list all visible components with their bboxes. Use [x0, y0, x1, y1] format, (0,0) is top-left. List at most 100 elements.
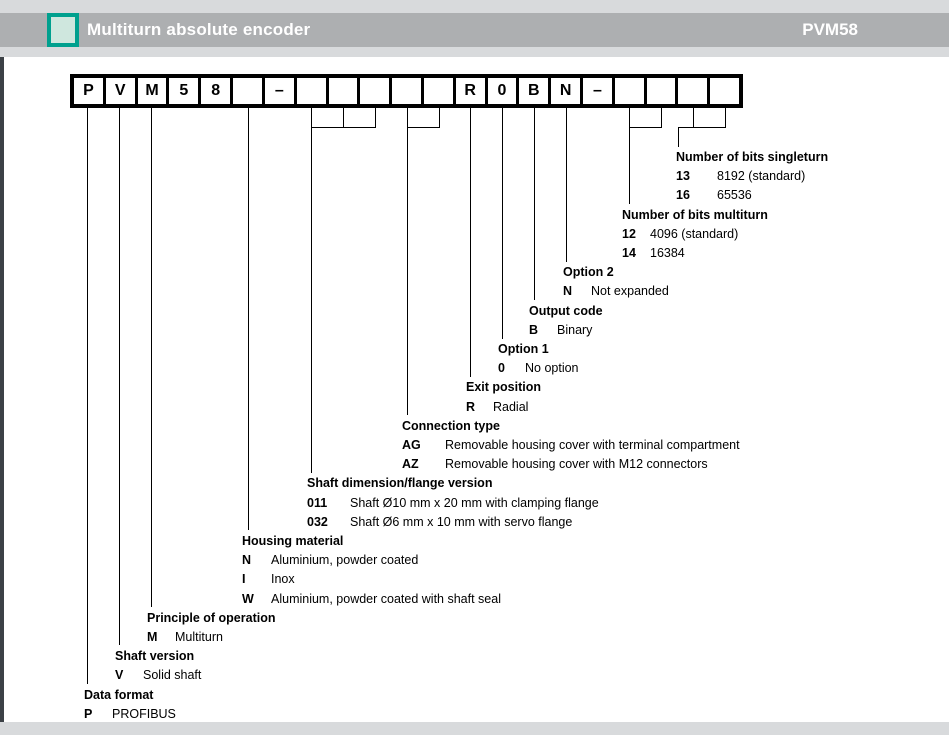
code-cell: B	[516, 78, 548, 104]
connector-line	[87, 108, 88, 684]
item-code: R	[466, 399, 476, 414]
code-cell	[675, 78, 707, 104]
item-code: 011	[307, 495, 328, 510]
item-description: Removable housing cover with M12 connect…	[445, 457, 708, 472]
page-left-edge	[0, 0, 4, 722]
item-code: N	[563, 284, 573, 299]
code-cell	[643, 78, 676, 104]
item-description: Binary	[557, 322, 593, 337]
code-cell: M	[134, 78, 167, 104]
section-item: 14 16384	[622, 246, 685, 261]
item-description: Aluminium, powder coated	[271, 553, 419, 568]
code-cell: 8	[198, 78, 230, 104]
connector-line	[629, 127, 630, 204]
item-code: 14	[622, 246, 636, 260]
item-description: Not expanded	[591, 284, 669, 299]
item-code: AG	[402, 438, 421, 452]
section-title: Shaft version	[115, 649, 195, 664]
connector-line	[439, 108, 440, 128]
item-code: W	[242, 591, 254, 606]
code-cell	[230, 78, 262, 104]
section-title: Shaft dimension/flange version	[307, 476, 493, 491]
code-cell: R	[452, 78, 485, 104]
connector-line	[343, 108, 344, 128]
code-cell: –	[580, 78, 612, 104]
item-description: Radial	[493, 399, 529, 414]
section-title: Option 2	[563, 265, 614, 280]
code-cell	[389, 78, 421, 104]
section-item: AG Removable housing cover with terminal …	[402, 438, 740, 453]
item-description: Solid shaft	[143, 668, 202, 683]
section-item: R Radial	[466, 400, 528, 415]
section-item: W Aluminium, powder coated with shaft sea…	[242, 592, 501, 607]
code-cell: P	[83, 82, 94, 99]
item-description: Aluminium, powder coated with shaft seal	[271, 591, 501, 606]
connector-line	[629, 108, 630, 128]
connector-line	[311, 127, 312, 473]
connector-line	[311, 108, 312, 128]
header-bar: Multiturn absolute encoder PVM58	[0, 13, 949, 47]
item-description: PROFIBUS	[112, 706, 176, 721]
connector-line	[407, 108, 408, 128]
section-item: N Not expanded	[563, 284, 669, 299]
connector-line	[725, 108, 726, 128]
code-cell: N	[548, 78, 580, 104]
connector-line	[407, 127, 440, 128]
section-title: Housing material	[242, 534, 344, 548]
item-code: 13	[676, 169, 690, 184]
bottom-strip	[0, 722, 949, 735]
section-item: V Solid shaft	[115, 668, 201, 683]
top-strip	[0, 0, 949, 13]
connector-line	[119, 108, 120, 645]
connector-line	[678, 127, 679, 147]
section-title: Exit position	[466, 380, 541, 395]
connector-line	[566, 108, 567, 262]
section-title: Number of bits multiturn	[622, 207, 768, 222]
item-code: I	[242, 572, 246, 587]
model-code: PVM58	[802, 20, 858, 39]
item-code: B	[529, 322, 539, 337]
connector-line	[534, 108, 535, 300]
code-cell	[357, 78, 389, 104]
section-item: N Aluminium, powder coated	[242, 553, 418, 568]
item-code: N	[242, 553, 252, 568]
item-description: 8192 (standard)	[717, 169, 806, 184]
code-cell	[611, 78, 644, 104]
section-title: Principle of operation	[147, 610, 276, 625]
item-code: 16	[676, 188, 690, 203]
item-code: 032	[307, 514, 328, 529]
item-description: 65536	[717, 188, 752, 203]
section-item: B Binary	[529, 323, 592, 338]
connector-line	[661, 108, 662, 128]
item-description: Removable housing cover with terminal co…	[445, 438, 740, 452]
connector-line	[629, 127, 662, 128]
item-code: P	[84, 706, 93, 721]
section-item: 13 8192 (standard)	[676, 169, 805, 184]
code-cell	[707, 78, 739, 104]
teal-square-icon	[47, 13, 79, 47]
connector-line	[502, 108, 503, 339]
item-code: M	[147, 630, 158, 644]
item-code: V	[115, 668, 124, 683]
item-description: 4096 (standard)	[650, 226, 739, 241]
connector-line	[693, 108, 694, 128]
item-code: AZ	[402, 457, 419, 472]
section-item: 0 No option	[498, 361, 579, 376]
connector-line	[678, 127, 726, 128]
section-title: Data format	[84, 687, 154, 702]
page-title: Multiturn absolute encoder	[87, 20, 311, 39]
section-title: Number of bits singleturn	[676, 150, 829, 164]
connector-line	[151, 108, 152, 607]
item-description: 16384	[650, 246, 685, 260]
item-code: 0	[498, 361, 505, 376]
section-title: Option 1	[498, 342, 549, 356]
code-cell: 0	[484, 78, 517, 104]
item-description: No option	[525, 361, 579, 376]
code-cell	[420, 78, 453, 104]
connector-line	[407, 127, 408, 415]
